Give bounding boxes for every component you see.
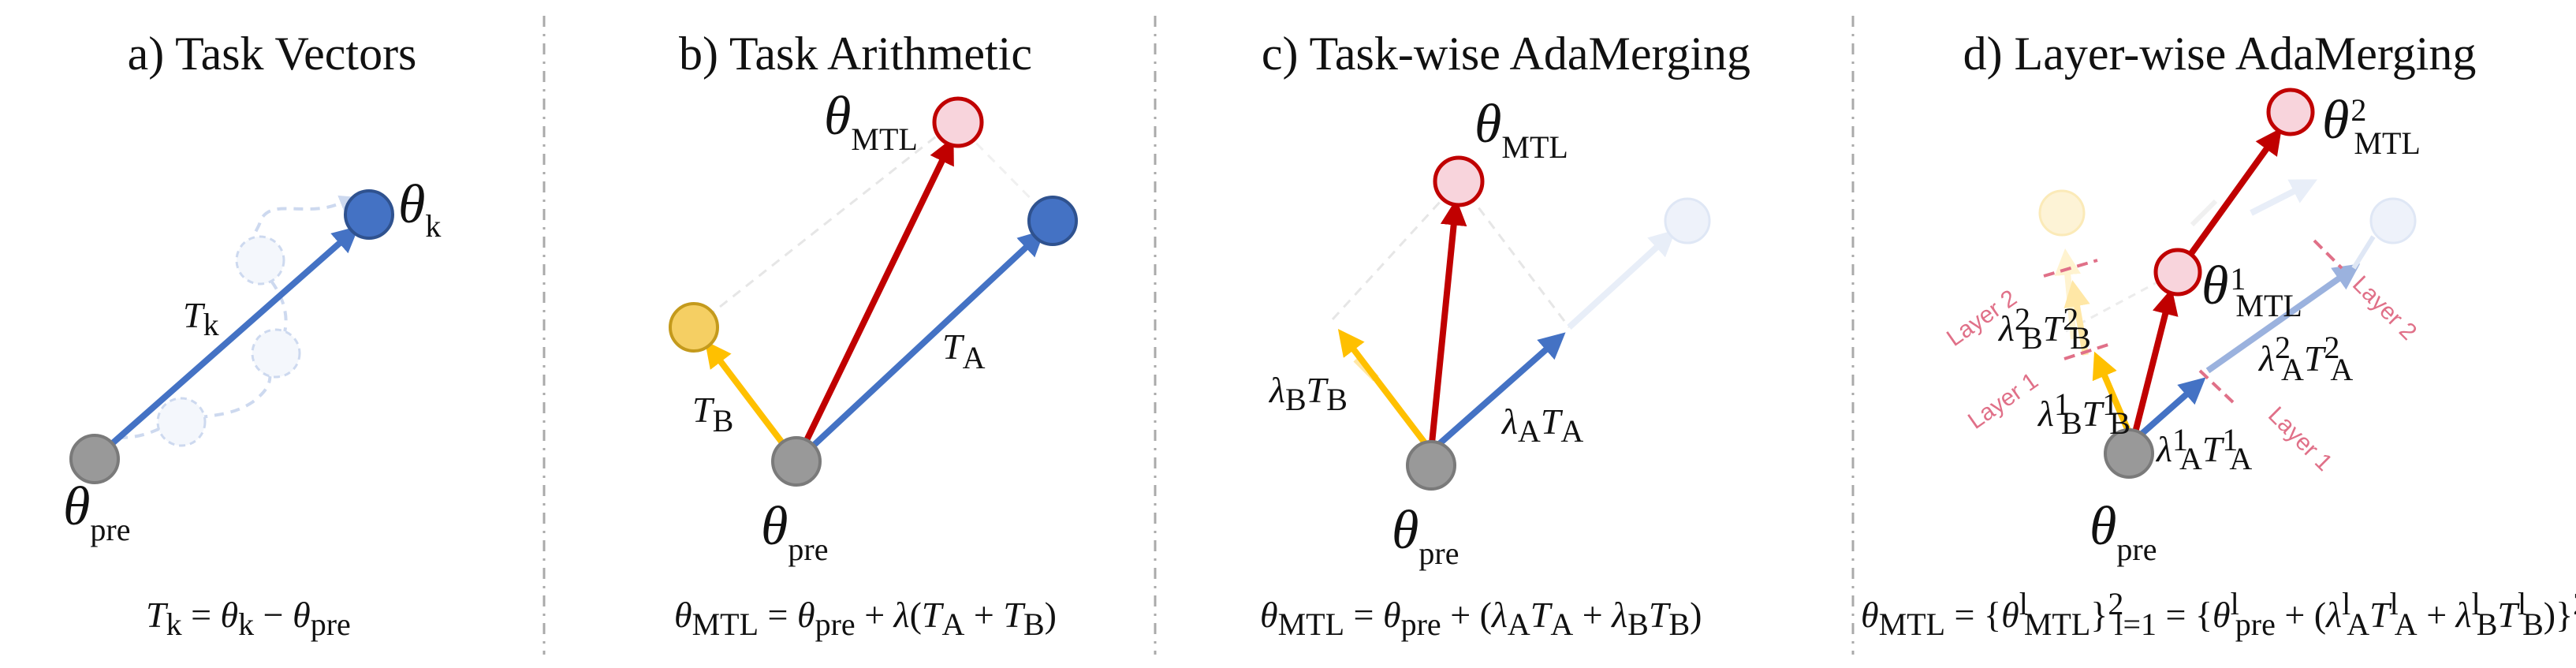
theta-pre-node [771, 436, 822, 487]
theta-pre-label: θpre [63, 476, 130, 547]
layer-label: Layer 2 [2347, 271, 2421, 345]
theta-mtl-label: θMTL [824, 86, 918, 157]
scaled-task-b-arrow [1337, 328, 1434, 453]
theta-a-faint-node [2369, 197, 2417, 244]
path-node [251, 328, 301, 379]
panel-b-title: b) Task Arithmetic [679, 28, 1032, 80]
layer-label: Layer 1 [1963, 368, 2043, 434]
theta-b-node [669, 302, 719, 353]
theta-pre-node [69, 434, 120, 484]
theta-a-node [1027, 196, 1078, 246]
tb-label: TB [692, 390, 733, 438]
equation-a: Tk = θk − θpre [146, 595, 351, 642]
panel-c-title: c) Task-wise AdaMerging [1262, 28, 1750, 80]
lambda-a-ta-label: λATA [1500, 401, 1583, 449]
panel-layer-wise-adamerging: d) Layer-wise AdaMerging Layer 2 Layer 1… [1861, 28, 2576, 642]
theta-mtl-layer1-node [2153, 248, 2202, 297]
full-task-a-faint [1567, 230, 1676, 330]
task-vector-arrow [92, 226, 360, 462]
theta-mtl-layer2-node [2266, 88, 2315, 136]
layer1-task-a-arrow [2131, 377, 2206, 444]
merged-vector-arrow [1428, 198, 1467, 452]
merged-vector-arrow [793, 136, 954, 463]
theta-mtl-node [932, 96, 984, 148]
layer-sep-b-1 [2063, 341, 2114, 360]
panel-d-title: d) Layer-wise AdaMerging [1963, 28, 2477, 80]
merged-layer1-arrow [2130, 288, 2179, 442]
layer-sep-a-2 [2313, 239, 2343, 270]
theta-pre-label: θpre [1392, 500, 1459, 571]
theta-b-faint-node [2038, 189, 2086, 237]
theta-pre-label: θpre [761, 496, 828, 567]
equation-b: θMTL = θpre + λ(TA + TB) [674, 595, 1057, 642]
optimization-path [117, 195, 356, 439]
theta-a-faint-node [1664, 197, 1711, 244]
faint-a-top-arrow [2250, 179, 2317, 216]
path-node [156, 397, 207, 447]
layer-sep-b-2 [2043, 259, 2098, 278]
theta-k-label: θk [398, 174, 441, 244]
theta-pre-label: θpre [2090, 496, 2157, 567]
layer1-task-b-arrow [2092, 351, 2136, 443]
theta-pre-node [1406, 440, 1456, 491]
panel-task-arithmetic: b) Task Arithmetic θMTL TA TB θpre θMTL … [669, 28, 1078, 642]
layer2-task-b-arrow [2063, 280, 2090, 356]
layer2-task-a-ext [2351, 235, 2376, 270]
parallelogram-dash [1457, 181, 1571, 328]
layer-sep-a-1 [2198, 369, 2235, 404]
theta-k-node [344, 189, 394, 240]
panel-task-wise-adamerging: c) Task-wise AdaMerging θMTL λBTB λATA θ… [1260, 28, 1750, 642]
parallelogram-dash [693, 121, 955, 329]
path-node [235, 235, 285, 285]
theta-mtl-node [1433, 155, 1485, 207]
scaled-task-a-arrow [1429, 332, 1566, 453]
panel-task-vectors: a) Task Vectors θk Tk θpre Tk = θk − θpr… [63, 28, 441, 642]
equation-c: θMTL = θpre + (λATA + λBTB) [1260, 595, 1702, 642]
lambda-b-tb-label: λBTB [1268, 370, 1348, 417]
panel-a-title: a) Task Vectors [128, 28, 417, 80]
parallelogram-dash [1331, 180, 1460, 321]
layer-label: Layer 1 [2263, 402, 2337, 476]
tk-label: Tk [183, 295, 219, 342]
faint-merged-arrow [2190, 199, 2218, 227]
task-vector-a-arrow [794, 230, 1046, 464]
merged-layer2-arrow [2175, 127, 2282, 274]
theta-pre-node [2104, 428, 2154, 479]
layer2-task-a-arrow [2205, 263, 2361, 374]
theta-mtl-label: θMTL [1474, 94, 1568, 165]
ta-label: TA [942, 327, 986, 375]
